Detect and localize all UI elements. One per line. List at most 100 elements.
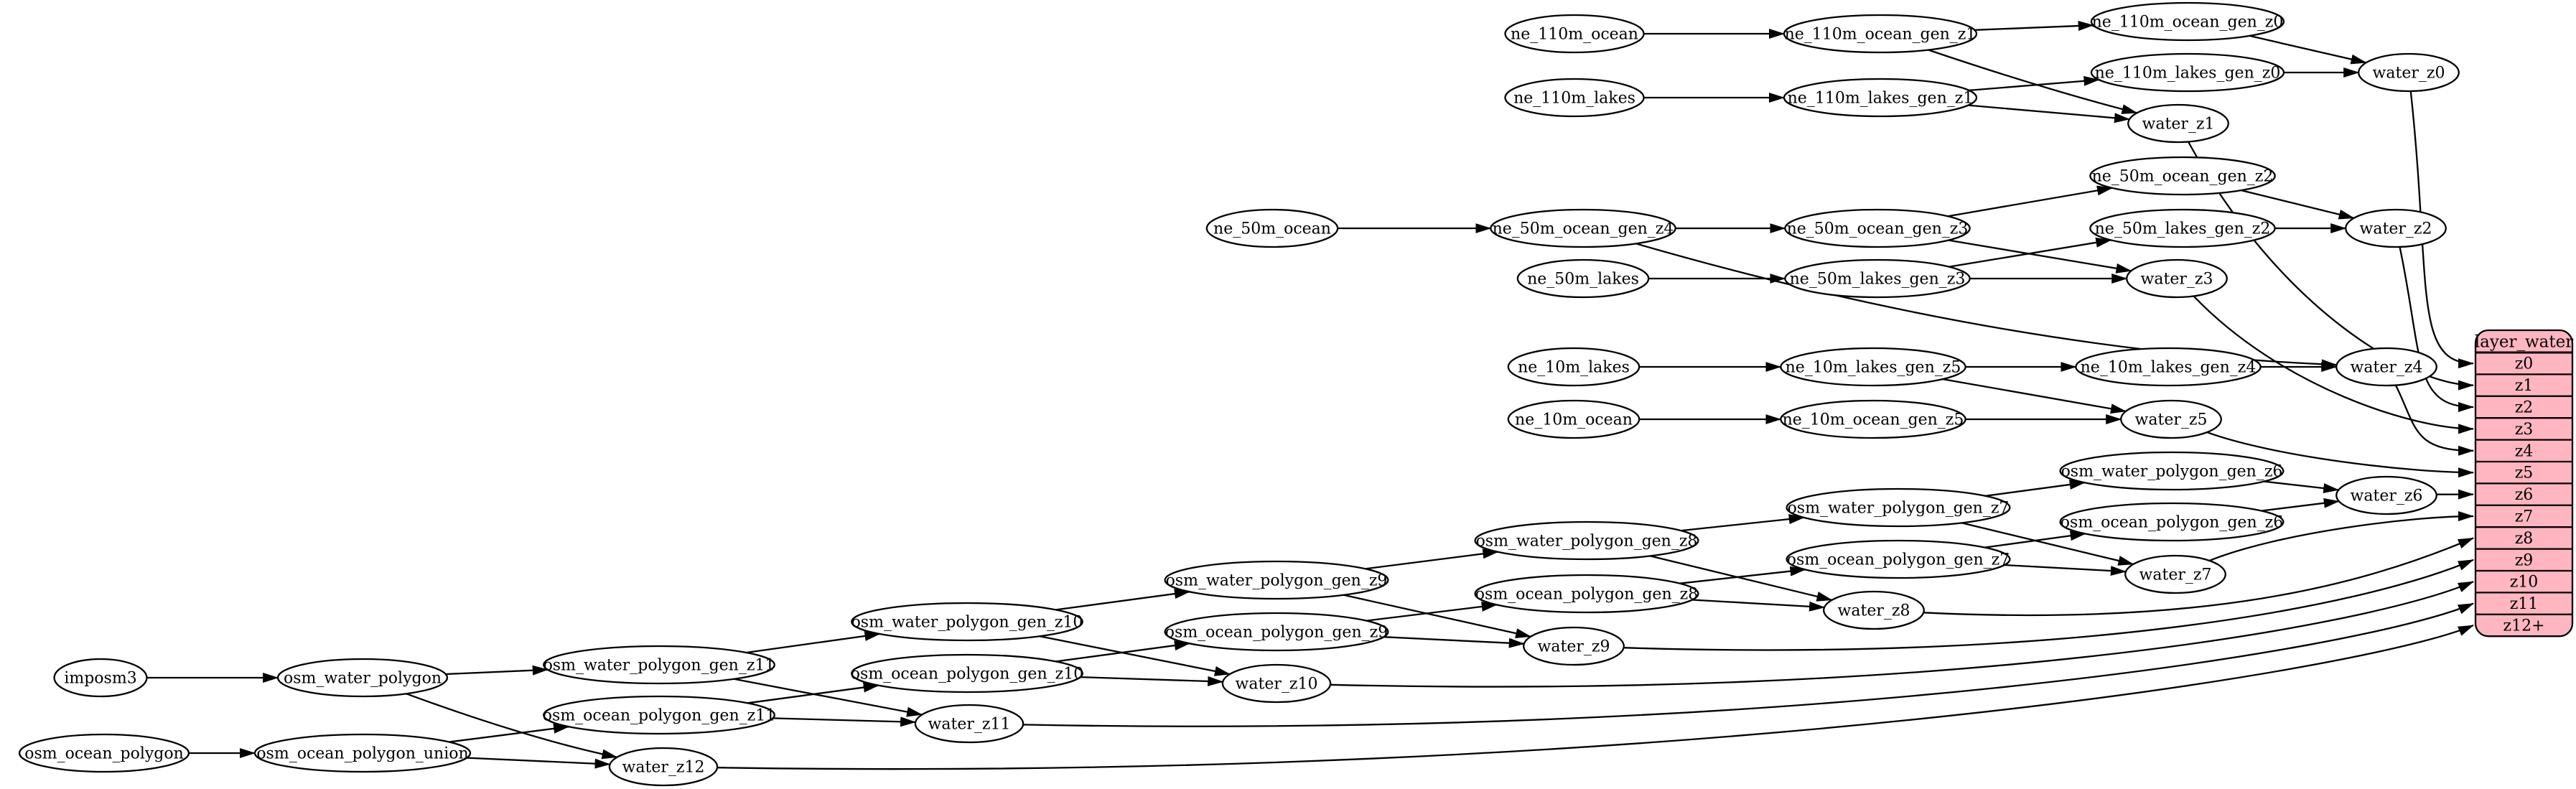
node-label-osm_water_polygon_gen_z6: osm_water_polygon_gen_z6	[2061, 463, 2283, 481]
node-label-water_z8: water_z8	[1838, 602, 1910, 620]
edge-osm_water_polygon_gen_z9-to-osm_water_polygon_gen_z8	[1365, 548, 1499, 570]
table-row-z8: z8	[2515, 530, 2534, 548]
layer-water-table: layer_waterz0z1z2z3z4z5z6z7z8z9z10z11z12…	[2475, 329, 2573, 638]
node-label-water_z11: water_z11	[928, 716, 1011, 734]
node-ellipse-ne_10m_lakes_gen_z4	[2075, 347, 2262, 387]
node-ne_110m_ocean: ne_110m_ocean	[1504, 14, 1645, 54]
node-ellipse-ne_50m_ocean_gen_z2	[2089, 156, 2276, 196]
node-label-osm_ocean_polygon_gen_z6: osm_ocean_polygon_gen_z6	[2061, 514, 2283, 532]
node-ellipse-ne_50m_ocean	[1205, 208, 1339, 248]
node-label-osm_water_polygon_gen_z8: osm_water_polygon_gen_z8	[1476, 533, 1698, 551]
node-label-water_z3: water_z3	[2141, 271, 2213, 289]
node-osm_water_polygon: osm_water_polygon	[276, 658, 449, 698]
table-row-z3: z3	[2515, 421, 2534, 439]
node-osm_ocean_polygon_gen_z8: osm_ocean_polygon_gen_z8	[1474, 574, 1699, 614]
node-label-ne_10m_lakes: ne_10m_lakes	[1518, 359, 1630, 377]
node-ellipse-ne_10m_ocean	[1507, 399, 1641, 439]
node-osm_water_polygon_gen_z6: osm_water_polygon_gen_z6	[2059, 451, 2285, 491]
node-ne_110m_ocean_gen_z0: ne_110m_ocean_gen_z0	[2090, 1, 2285, 42]
edge-water_z10-to-layer-water-z10	[1330, 581, 2474, 688]
node-ne_50m_ocean_gen_z3: ne_50m_ocean_gen_z3	[1784, 208, 1971, 248]
node-osm_ocean_polygon_gen_z10: osm_ocean_polygon_gen_z10	[851, 653, 1083, 694]
node-ellipse-osm_water_polygon	[276, 658, 449, 698]
edge-ne_110m_lakes_gen_z1-to-ne_110m_lakes_gen_z0	[1969, 75, 2100, 92]
edge-osm_ocean_polygon_gen_z10-to-water_z10	[1080, 676, 1224, 686]
node-ellipse-ne_50m_ocean_gen_z4	[1490, 208, 1676, 248]
node-label-ne_110m_ocean: ne_110m_ocean	[1511, 26, 1638, 44]
node-ne_110m_lakes_gen_z0: ne_110m_lakes_gen_z0	[2090, 52, 2285, 93]
nodes-layer: ne_110m_ocean ne_110m_ocean_gen_z1 ne_110m…	[18, 1, 2460, 787]
node-ellipse-ne_50m_lakes_gen_z2	[2089, 208, 2276, 248]
table-row-z1: z1	[2515, 377, 2534, 395]
edge-osm_ocean_polygon_gen_z11-to-osm_ocean_polygon_gen_z10	[747, 682, 879, 704]
node-osm_water_polygon_gen_z10: osm_water_polygon_gen_z10	[851, 602, 1083, 642]
node-label-osm_ocean_polygon_gen_z10: osm_ocean_polygon_gen_z10	[851, 666, 1083, 683]
node-ellipse-water_z3	[2126, 258, 2228, 299]
node-ne_10m_lakes: ne_10m_lakes	[1507, 347, 1641, 387]
node-ne_50m_ocean_gen_z4: ne_50m_ocean_gen_z4	[1490, 208, 1676, 248]
node-label-osm_ocean_polygon_gen_z11: osm_ocean_polygon_gen_z11	[543, 707, 775, 725]
node-ellipse-ne_110m_ocean_gen_z1	[1783, 14, 1978, 54]
edge-water_z1-to-layer-water-z1	[2187, 141, 2474, 391]
node-osm_water_polygon_gen_z8: osm_water_polygon_gen_z8	[1474, 520, 1699, 561]
node-ellipse-ne_110m_lakes_gen_z0	[2090, 52, 2285, 93]
node-osm_ocean_polygon: osm_ocean_polygon	[18, 733, 190, 773]
edge-water_z12-to-layer-water-z12+	[717, 624, 2474, 770]
node-ellipse-ne_10m_lakes	[1507, 347, 1641, 387]
node-ellipse-osm_water_polygon_gen_z10	[851, 602, 1083, 642]
node-label-water_z12: water_z12	[622, 759, 705, 777]
node-ellipse-water_z12	[608, 747, 719, 787]
node-label-ne_110m_ocean_gen_z1: ne_110m_ocean_gen_z1	[1785, 26, 1977, 44]
table-row-z12+: z12+	[2503, 617, 2544, 635]
node-ellipse-osm_water_polygon_gen_z11	[543, 645, 775, 685]
node-label-ne_50m_ocean_gen_z3: ne_50m_ocean_gen_z3	[1787, 220, 1969, 238]
node-ellipse-water_z5	[2120, 399, 2222, 439]
node-ellipse-water_z2	[2345, 208, 2447, 248]
table-row-z0: z0	[2515, 355, 2534, 373]
table-row-z2: z2	[2515, 399, 2534, 417]
node-osm_ocean_polygon_union: osm_ocean_polygon_union	[253, 733, 472, 773]
edge-ne_110m_ocean_gen_z1-to-ne_110m_ocean_gen_z0	[1974, 21, 2094, 32]
edge-ne_50m_ocean_gen_z2-to-water_z2	[2241, 189, 2355, 220]
edge-ne_50m_ocean_gen_z3-to-ne_50m_ocean_gen_z2	[1947, 185, 2113, 218]
node-imposm3: imposm3	[53, 658, 148, 698]
node-osm_water_polygon_gen_z7: osm_water_polygon_gen_z7	[1786, 487, 2011, 528]
node-ellipse-water_z8	[1823, 590, 1925, 630]
edge-osm_ocean_polygon_gen_z7-to-water_z7	[2004, 564, 2127, 576]
node-ellipse-osm_water_polygon_gen_z7	[1786, 487, 2011, 528]
node-ne_50m_lakes: ne_50m_lakes	[1516, 258, 1650, 299]
node-ellipse-water_z7	[2124, 554, 2226, 594]
node-label-ne_110m_lakes_gen_z1: ne_110m_lakes_gen_z1	[1788, 90, 1974, 108]
node-label-water_z2: water_z2	[2360, 220, 2432, 238]
layer-water-table-title: layer_water	[2475, 333, 2573, 352]
node-label-ne_110m_ocean_gen_z0: ne_110m_ocean_gen_z0	[2092, 14, 2284, 32]
node-label-osm_water_polygon_gen_z10: osm_water_polygon_gen_z10	[851, 614, 1083, 632]
table-row-z6: z6	[2515, 486, 2534, 504]
edge-water_z8-to-layer-water-z8	[1923, 537, 2474, 617]
node-ellipse-osm_ocean_polygon_gen_z11	[543, 695, 775, 735]
node-ne_110m_lakes: ne_110m_lakes	[1504, 78, 1645, 118]
table-row-z5: z5	[2515, 464, 2534, 482]
table-row-z4: z4	[2515, 442, 2534, 460]
node-label-ne_10m_ocean_gen_z5: ne_10m_ocean_gen_z5	[1783, 411, 1964, 429]
node-label-osm_water_polygon_gen_z9: osm_water_polygon_gen_z9	[1166, 572, 1388, 590]
node-ne_50m_ocean_gen_z2: ne_50m_ocean_gen_z2	[2089, 156, 2276, 196]
node-label-osm_water_polygon: osm_water_polygon	[284, 670, 442, 688]
node-ellipse-water_z9	[1523, 626, 1625, 666]
edge-ne_10m_lakes_gen_z5-to-water_z5	[1942, 378, 2127, 414]
node-ellipse-ne_50m_lakes_gen_z3	[1784, 258, 1971, 299]
node-label-osm_ocean_polygon_gen_z7: osm_ocean_polygon_gen_z7	[1787, 551, 2010, 569]
node-ne_110m_ocean_gen_z1: ne_110m_ocean_gen_z1	[1783, 14, 1978, 54]
node-water_z11: water_z11	[914, 704, 1025, 744]
edge-osm_ocean_polygon_gen_z9-to-water_z9	[1383, 636, 1525, 648]
node-ellipse-ne_10m_lakes_gen_z5	[1780, 347, 1966, 387]
node-ellipse-osm_ocean_polygon	[18, 733, 190, 773]
node-label-ne_110m_lakes: ne_110m_lakes	[1513, 90, 1635, 108]
node-ne_10m_ocean: ne_10m_ocean	[1507, 399, 1641, 439]
node-osm_water_polygon_gen_z9: osm_water_polygon_gen_z9	[1164, 560, 1389, 600]
edge-osm_water_polygon_gen_z8-to-water_z8	[1650, 555, 1833, 602]
node-water_z8: water_z8	[1823, 590, 1925, 630]
node-label-ne_10m_lakes_gen_z5: ne_10m_lakes_gen_z5	[1786, 359, 1961, 377]
edge-ne_50m_ocean_gen_z3-to-water_z3	[1948, 239, 2132, 274]
